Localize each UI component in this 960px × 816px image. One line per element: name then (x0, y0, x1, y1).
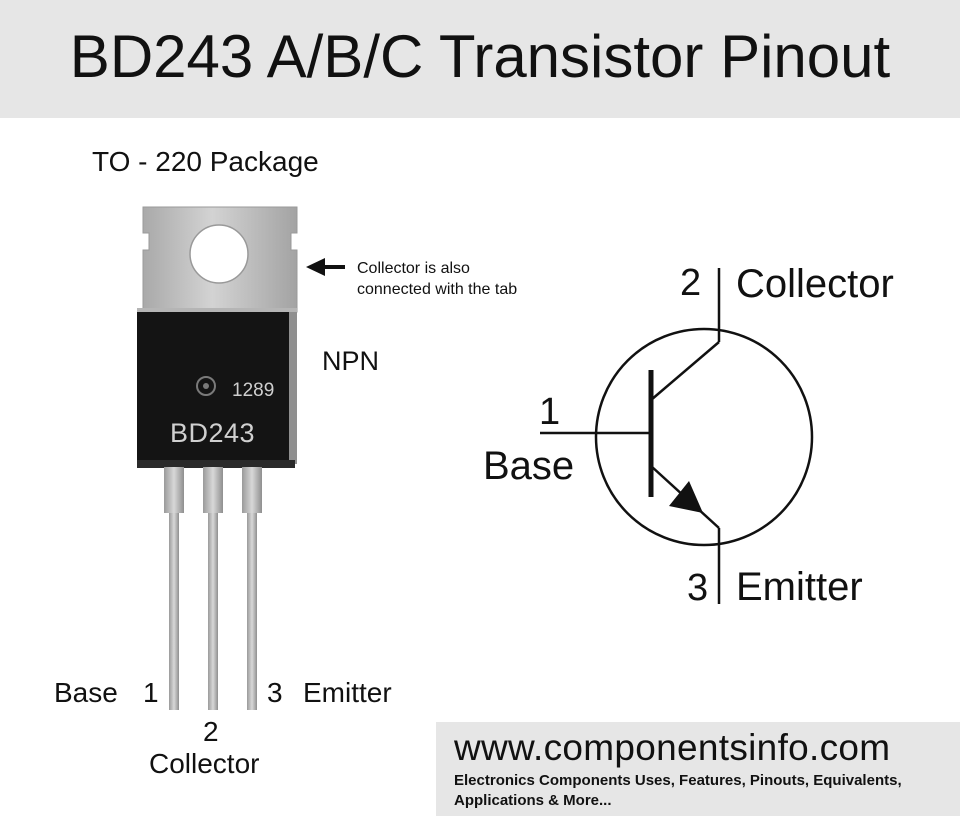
footer-banner: www.componentsinfo.com Electronics Compo… (436, 722, 960, 816)
symbol-collector-number: 2 (680, 262, 702, 304)
body-marking-part: BD243 (170, 418, 256, 448)
transistor-body (137, 312, 295, 464)
symbol-base-number: 1 (539, 391, 561, 433)
site-tagline: Electronics Components Uses, Features, P… (454, 772, 902, 809)
site-url: www.componentsinfo.com (454, 727, 891, 768)
tab-note-line2: connected with the tab (357, 281, 518, 298)
manufacturer-logo-icon (196, 376, 216, 396)
leg-collector (203, 467, 223, 513)
pin-emitter-name: Emitter (303, 677, 392, 708)
pin-emitter-number: 3 (267, 677, 283, 708)
leg-emitter (242, 467, 262, 513)
pin-collector-number: 2 (203, 716, 219, 747)
symbol-base-name: Base (483, 444, 575, 488)
tab-note: Collector is also connected with the tab (357, 258, 517, 300)
symbol-circle (594, 327, 814, 547)
pin-base-number: 1 (143, 677, 159, 708)
body-bottom (137, 460, 295, 468)
mounting-hole (189, 224, 249, 284)
pin-base-name: Base (54, 677, 118, 708)
symbol-collector-name: Collector (736, 262, 894, 306)
body-right-edge (289, 312, 297, 464)
npn-label: NPN (322, 346, 380, 376)
page-title: BD243 A/B/C Transistor Pinout (69, 23, 891, 90)
title-banner: BD243 A/B/C Transistor Pinout (0, 0, 960, 118)
symbol-emitter-name: Emitter (736, 565, 863, 609)
body-marking-code: 1289 (232, 380, 275, 401)
pin-collector-name: Collector (149, 748, 260, 779)
tab-arrow-head (306, 258, 325, 276)
symbol-emitter-arrow (669, 481, 703, 513)
symbol-collector-diag (650, 341, 720, 401)
symbol-emitter-number: 3 (687, 567, 709, 609)
tab-note-line1: Collector is also (357, 260, 470, 277)
package-label: TO - 220 Package (92, 146, 319, 177)
leg-base (164, 467, 184, 513)
